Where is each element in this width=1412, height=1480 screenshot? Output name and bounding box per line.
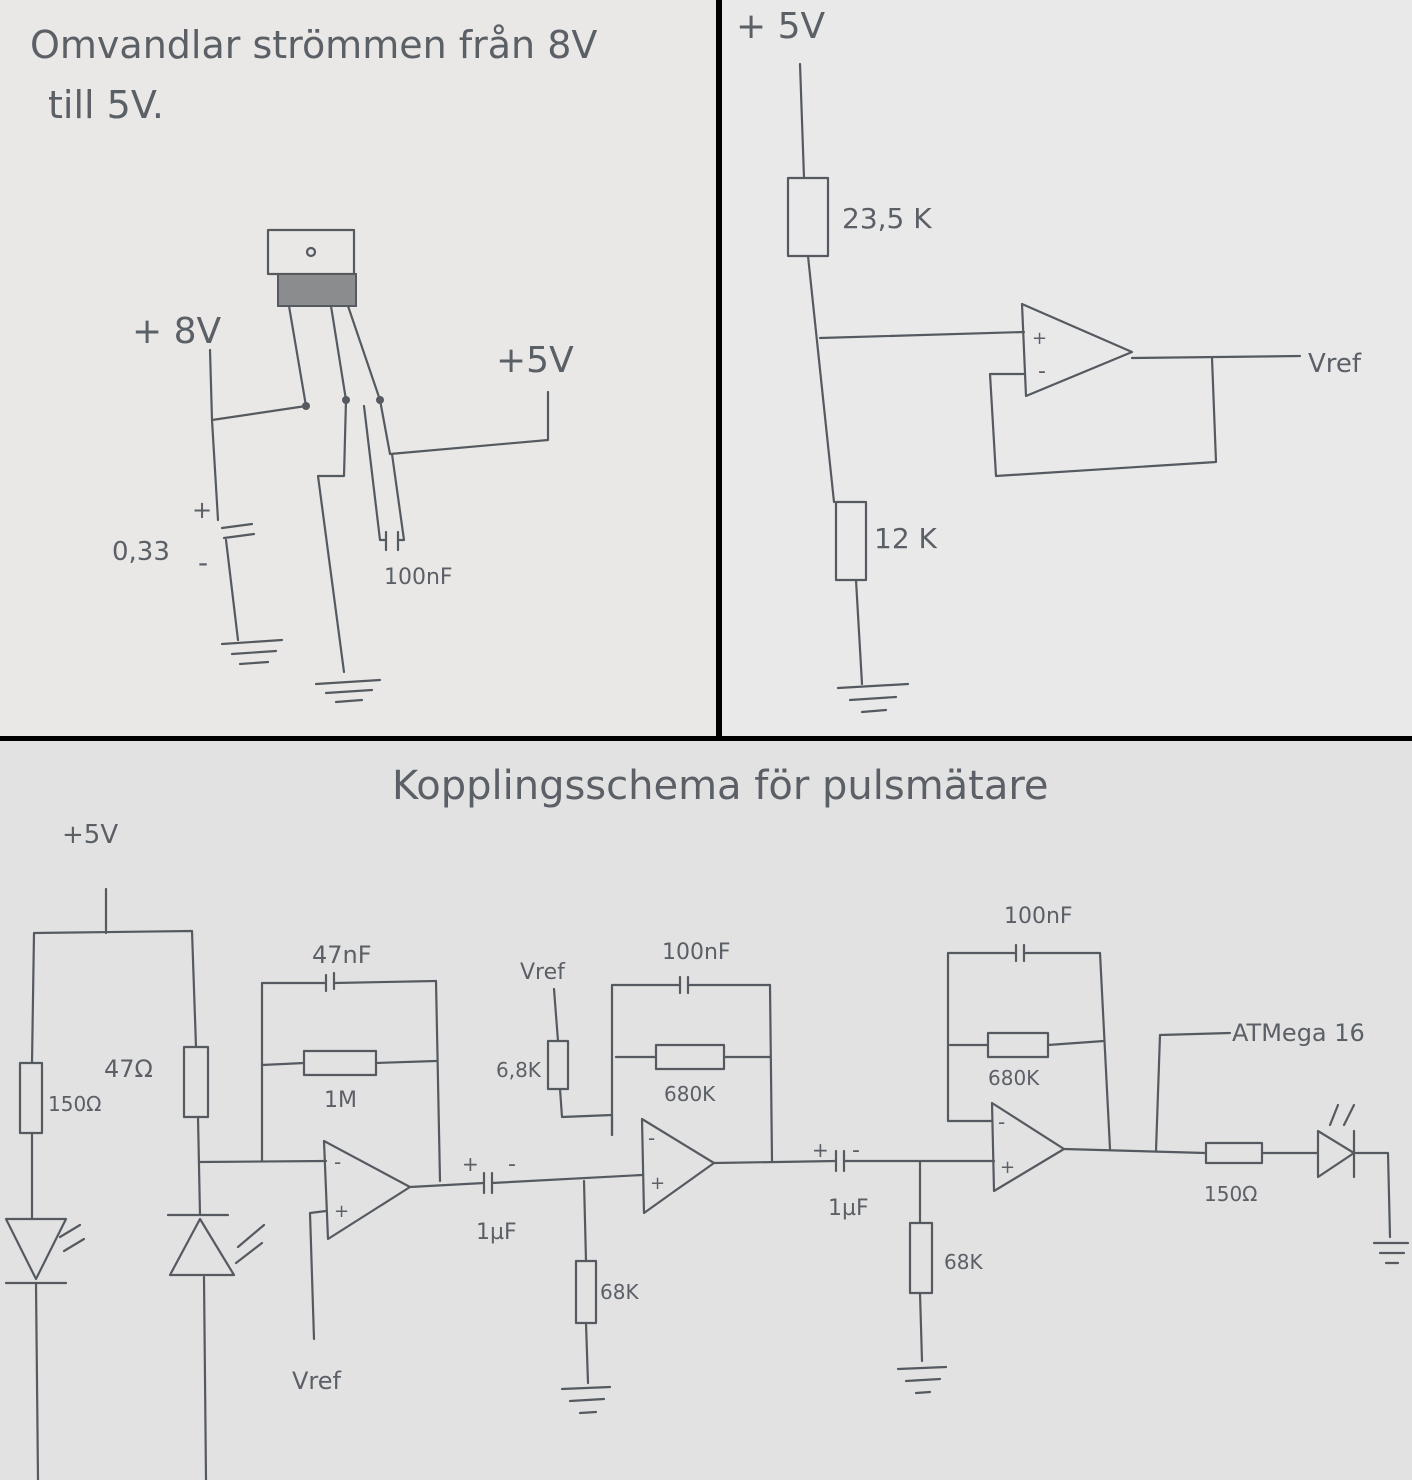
ground-symbol-1 — [220, 638, 284, 666]
voltage-regulator — [266, 228, 382, 408]
r-out-label: 150Ω — [1204, 1182, 1257, 1206]
resistor-68k-1 — [574, 1259, 598, 1325]
resistor-150-led — [18, 1061, 44, 1135]
regulator-panel: Omvandlar strömmen från 8V till 5V. + 8V… — [0, 0, 716, 736]
cap-c2-label: 1µF — [828, 1196, 869, 1221]
vref-schematic: + 5V 23,5 K + - Vref 12 K — [736, 6, 1362, 714]
vref-input-label-2: Vref — [520, 960, 566, 985]
mcu-label: ATMega 16 — [1232, 1019, 1365, 1047]
r-fb2-label: 680K — [664, 1082, 716, 1106]
input-8v-label: + 8V — [132, 311, 222, 352]
output-capacitor: 100nF — [362, 404, 453, 590]
opamp-stage1: - + — [322, 1139, 412, 1241]
pulse-meter-schematic: Kopplingsschema för pulsmätare +5V 150Ω … — [4, 763, 1410, 1480]
ground-symbol-2 — [314, 678, 382, 704]
opamp-stage3: - + — [990, 1101, 1066, 1193]
input-cap-label: 0,33 — [112, 537, 170, 567]
regulator-title-line2: till 5V. — [48, 83, 164, 127]
r-top-label: 23,5 K — [842, 202, 932, 235]
cap-plus-mark: + — [192, 496, 212, 524]
opamp2-plus: + — [650, 1173, 665, 1194]
cap-fb1-label: 47nF — [312, 941, 372, 969]
output-cap-label: 100nF — [384, 565, 453, 590]
c2-minus: - — [852, 1138, 860, 1163]
regulator-schematic: Omvandlar strömmen från 8V till 5V. + 8V… — [30, 23, 597, 704]
r-bias1-label: 6,8K — [496, 1058, 542, 1082]
coupling-capacitor-2: + - 1µF — [812, 1138, 869, 1221]
resistor-680k-1 — [654, 1043, 726, 1071]
c1-plus: + — [462, 1152, 479, 1176]
opamp1-minus: - — [334, 1150, 341, 1174]
resistor-47 — [182, 1045, 210, 1119]
input-capacitor: + - 0,33 — [112, 496, 256, 642]
input-wire — [208, 348, 308, 422]
vref-input-label-1: Vref — [292, 1367, 342, 1395]
r-fb3-label: 680K — [988, 1066, 1040, 1090]
resistor-150-out — [1204, 1141, 1264, 1165]
cap-c1-label: 1µF — [476, 1220, 517, 1245]
resistor-6k8 — [546, 1039, 570, 1091]
r-sensor-label: 47Ω — [104, 1055, 153, 1083]
r-bottom-label: 12 K — [874, 522, 938, 555]
ground-symbol-4 — [896, 1365, 948, 1395]
main-title: Kopplingsschema för pulsmätare — [392, 763, 1049, 809]
opamp-plus: + — [1032, 328, 1047, 349]
r-led-label: 150Ω — [48, 1092, 101, 1116]
c2-plus: + — [812, 1138, 829, 1162]
main-supply-label: +5V — [62, 820, 118, 850]
pulse-meter-panel: Kopplingsschema för pulsmätare +5V 150Ω … — [0, 741, 1412, 1480]
led-emitter — [4, 1217, 86, 1285]
vref-supply-label: + 5V — [736, 6, 826, 47]
cap-fb3-label: 100nF — [1004, 904, 1073, 929]
ground-symbol-3 — [560, 1385, 612, 1415]
resistor-1m — [302, 1049, 378, 1077]
resistor-12k — [834, 500, 868, 582]
ground-symbol-vref — [836, 682, 910, 714]
photodiode-sensor — [166, 1213, 266, 1277]
regulator-title-line1: Omvandlar strömmen från 8V — [30, 23, 597, 67]
cap-fb2-label: 100nF — [662, 940, 731, 965]
opamp2-minus: - — [648, 1126, 655, 1150]
c1-minus: - — [508, 1152, 516, 1177]
opamp1-plus: + — [334, 1201, 349, 1222]
resistor-680k-2 — [986, 1031, 1050, 1059]
output-5v-label: +5V — [496, 340, 574, 381]
r-gnd2-label: 68K — [944, 1250, 983, 1274]
coupling-capacitor-1: + - 1µF — [462, 1152, 517, 1245]
ground-symbol-5 — [1372, 1241, 1410, 1265]
cap-minus-mark: - — [198, 546, 208, 579]
r-gnd1-label: 68K — [600, 1280, 639, 1304]
opamp-minus: - — [1038, 359, 1046, 384]
ground-wire — [316, 398, 348, 674]
opamp3-plus: + — [1000, 1157, 1015, 1178]
opamp3-minus: - — [998, 1110, 1005, 1134]
vref-output-label: Vref — [1308, 349, 1362, 379]
output-wire — [378, 390, 550, 456]
opamp-stage2: - + — [640, 1117, 716, 1215]
resistor-68k-2 — [908, 1221, 934, 1295]
r-fb1-label: 1M — [324, 1088, 357, 1113]
resistor-23k5 — [786, 176, 830, 258]
indicator-led — [1316, 1103, 1356, 1179]
vref-panel: + 5V 23,5 K + - Vref 12 K — [722, 0, 1412, 736]
vref-opamp: + - — [1020, 302, 1134, 398]
